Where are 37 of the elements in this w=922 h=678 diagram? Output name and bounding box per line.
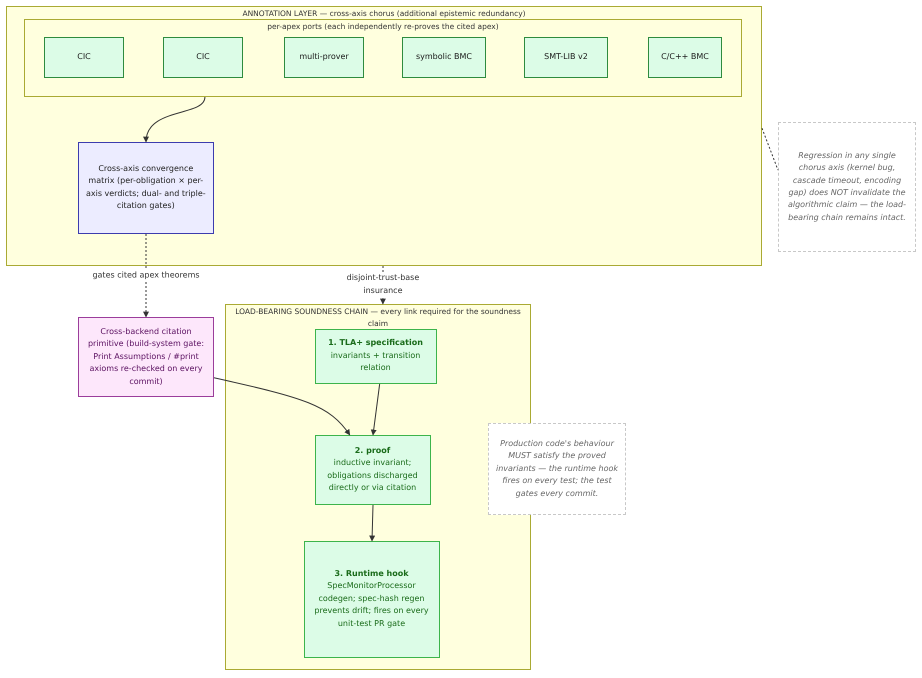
node-text: Cross-backend citation primitive (build-system gate: Print Assumptions / #print axioms re-checked on every commit) xyxy=(86,326,206,388)
node-text: SpecMonitorProcessor codegen; spec-hash regen prevents drift; fires on every unit-test PR gate xyxy=(313,580,430,630)
process-box xyxy=(402,37,486,78)
node-text: SMT-LIB v2 xyxy=(544,51,588,64)
node-text: Cross-axis convergence matrix (per-obligation × per-axis verdicts; dual- and triple-citation gates) xyxy=(84,163,207,212)
note-box xyxy=(488,423,626,515)
arrow xyxy=(370,384,380,436)
process-box xyxy=(304,540,440,658)
process-box xyxy=(78,317,214,397)
process-box xyxy=(314,434,430,504)
node-title: 1. TLA+ specification xyxy=(328,337,423,350)
node-text: multi-prover xyxy=(299,51,349,64)
node-text: inductive invariant; obligations discharged directly or via citation xyxy=(326,457,419,494)
node-text: Production code's behaviour MUST satisfy the proved invariants — the runtime hook fires on every test; the test gates every commit. xyxy=(495,438,619,500)
arrow xyxy=(143,234,149,318)
node-text: C/C++ BMC xyxy=(661,51,709,64)
process-box xyxy=(648,37,722,78)
edge-label: gates cited apex theorems xyxy=(90,269,202,282)
arrow xyxy=(369,504,376,542)
node-text: symbolic BMC xyxy=(416,51,472,64)
node-text: invariants + transition relation xyxy=(330,350,422,374)
arrow xyxy=(144,96,206,143)
process-box xyxy=(163,37,243,78)
process-box xyxy=(44,37,124,78)
group-panel xyxy=(6,6,762,266)
process-box xyxy=(284,37,364,78)
node-title: 3. Runtime hook xyxy=(334,568,409,580)
node-text: Regression in any single chorus axis (kernel bug, cascade timeout, encoding gap) does NOT invalidate the algorithmic claim — the load-bearing chain remains intact. xyxy=(786,150,908,224)
node-text: CIC xyxy=(196,51,210,64)
node-text: CIC xyxy=(77,51,91,64)
process-box xyxy=(78,142,214,234)
process-box xyxy=(524,37,608,78)
arrow xyxy=(214,377,350,436)
node-title: 2. proof xyxy=(354,444,390,457)
group-panel xyxy=(24,19,742,97)
note-box xyxy=(778,122,916,252)
process-box xyxy=(314,328,436,384)
